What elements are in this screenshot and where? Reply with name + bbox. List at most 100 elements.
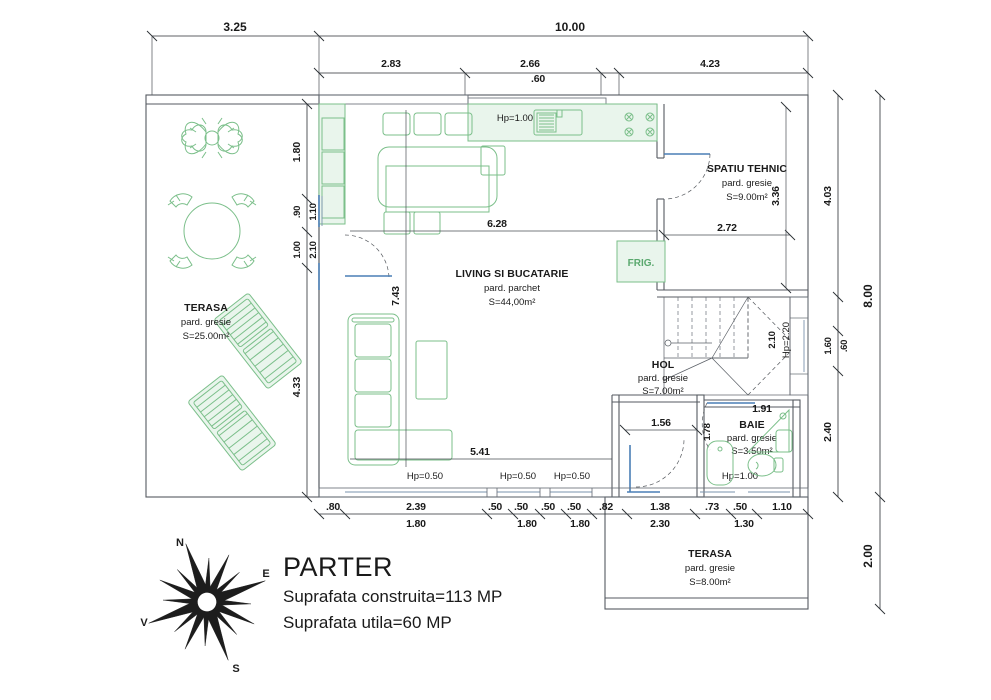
plan-title: PARTER: [283, 552, 393, 582]
dim-left-1-10: 1.10: [308, 203, 319, 220]
bottom-dimension-chain: .80 2.39 1.80 .50 .50 1.80 .50 .50 1.80 …: [313, 501, 814, 530]
dim-7-43: 7.43: [390, 286, 402, 306]
dim-top-2-66: 2.66: [520, 58, 540, 70]
built-area-label: Suprafata construita=113 MP: [283, 587, 502, 606]
dining-table-set: [377, 112, 506, 235]
sun-lounger-2: [188, 375, 276, 471]
dim-left-4-33: 4.33: [291, 377, 303, 398]
terasa-vest-name: TERASA: [184, 302, 228, 314]
dim-bot-1-38: 1.38: [650, 501, 670, 513]
dim-1-91: 1.91: [752, 403, 772, 415]
fridge-label: FRIG.: [628, 258, 655, 269]
spatiu-tehnic-name: SPATIU TEHNIC: [707, 163, 788, 175]
dim-bot-0-73: .73: [705, 501, 719, 513]
hp-label-living-3: Hp=0.50: [554, 471, 590, 482]
dim-2-72: 2.72: [717, 222, 737, 234]
window-band-south: [345, 488, 790, 497]
dim-bot-1-30: 1.30: [734, 518, 754, 530]
dim-bot-1-80-a: 1.80: [406, 518, 426, 530]
dim-3-36: 3.36: [770, 186, 782, 206]
dim-stair-2-10: 2.10: [767, 331, 778, 348]
dim-bot-0-80: .80: [326, 501, 340, 513]
toilet-icon: [747, 453, 784, 477]
compass-west-label: V: [140, 617, 148, 629]
dim-top-2-83: 2.83: [381, 58, 401, 70]
kitchen-counter: Hp=1.00: [318, 103, 658, 225]
dim-bot-2-30: 2.30: [650, 518, 670, 530]
hol-finish: pard. gresie: [638, 373, 688, 384]
terasa-sud-finish: pard. gresie: [685, 563, 735, 574]
dim-right-1-60: 1.60: [823, 337, 834, 354]
sun-lounger-1: [214, 293, 302, 389]
bathtub-icon: [706, 440, 734, 486]
sink-icon: [533, 109, 583, 136]
dim-left-2-10: 2.10: [308, 241, 319, 258]
hp-label-baie: Hp=1.00: [722, 471, 758, 482]
terasa-vest-finish: pard. gresie: [181, 317, 231, 328]
dim-left-0-90: .90: [292, 206, 303, 218]
hp-label-living-1: Hp=0.50: [407, 471, 443, 482]
terasa-vest-area: S=25.00m²: [183, 331, 230, 342]
dim-bot-0-50-d: .50: [567, 501, 581, 513]
living-finish: pard. parchet: [484, 283, 540, 294]
dim-bot-0-50-b: .50: [514, 501, 528, 513]
plant-icon: [181, 117, 243, 159]
top-outer-dimension-chain: 3.25 10.00: [146, 20, 814, 95]
compass-rose: N E S V: [140, 537, 269, 675]
compass-east-label: E: [262, 568, 269, 580]
terrace-west-furniture: [167, 117, 302, 471]
dim-right-8-00: 8.00: [861, 284, 875, 308]
room-spatiu-tehnic: SPATIU TEHNIC pard. gresie S=9.00m² 2.72…: [658, 101, 796, 294]
dim-left-1-80: 1.80: [291, 142, 303, 163]
hp-label-stair: Hp=2.20: [781, 322, 792, 358]
left-dimension-chain: 1.80 .90 1.10 1.00 2.10 4.33: [291, 98, 319, 503]
hol-name: HOL: [652, 359, 675, 371]
living-area: S=44,00m²: [489, 297, 536, 308]
title-block: PARTER Suprafata construita=113 MP Supra…: [283, 552, 502, 632]
staircase: 2.10 Hp=2.20: [663, 296, 792, 396]
hol-area: S=7.00m²: [642, 386, 683, 397]
baie-name: BAIE: [739, 419, 765, 431]
room-label-terasa-vest: TERASA pard. gresie S=25.00m²: [181, 302, 231, 342]
dim-right-2-00: 2.00: [861, 544, 875, 568]
dim-bot-2-39: 2.39: [406, 501, 426, 513]
dim-top-4-23: 4.23: [700, 58, 720, 70]
terasa-sud-area: S=8.00m²: [689, 577, 730, 588]
dim-1-78: 1.78: [702, 423, 713, 440]
compass-south-label: S: [232, 663, 239, 675]
dim-bot-0-50-c: .50: [541, 501, 555, 513]
outdoor-dining-set: [167, 193, 257, 269]
dim-bot-0-82: .82: [599, 501, 613, 513]
dim-top-10-00: 10.00: [555, 20, 585, 34]
baie-finish: pard. gresie: [727, 433, 777, 444]
dim-top-3-25: 3.25: [223, 20, 247, 34]
fridge: FRIG.: [616, 240, 666, 283]
usable-area-label: Suprafata utila=60 MP: [283, 613, 452, 632]
living-name: LIVING SI BUCATARIE: [456, 268, 569, 280]
interior-dimensions: 6.28 7.43 5.41 1.56: [350, 110, 703, 467]
dim-right-2-40: 2.40: [822, 422, 834, 442]
room-living-bucatarie: LIVING SI BUCATARIE pard. parchet S=44,0…: [456, 268, 569, 308]
dim-bot-1-10: 1.10: [772, 501, 792, 513]
dim-right-0-60: .60: [839, 340, 850, 352]
dim-5-41: 5.41: [470, 446, 490, 458]
dim-bot-0-50-e: .50: [733, 501, 747, 513]
dim-bot-1-80-c: 1.80: [570, 518, 590, 530]
dim-left-1-00: 1.00: [292, 241, 303, 258]
dining-chairs: [382, 112, 506, 235]
spatiu-tehnic-finish: pard. gresie: [722, 178, 772, 189]
spatiu-tehnic-area: S=9.00m²: [726, 192, 767, 203]
room-hol: HOL pard. gresie S=7.00m²: [629, 359, 688, 492]
hp-label-living-2: Hp=0.50: [500, 471, 536, 482]
shower-icon: [746, 408, 790, 453]
compass-north-label: N: [176, 537, 184, 549]
dim-top-0-60: .60: [531, 73, 545, 85]
top-inner-dimension-chain: 2.83 2.66 .60 4.23: [313, 58, 814, 95]
terasa-sud-name: TERASA: [688, 548, 732, 560]
exterior-openings: Hp=0.50 Hp=0.50 Hp=0.50: [318, 195, 809, 498]
right-dimension-chain: 4.03 1.60 .60 2.40 8.00 2.00: [822, 89, 886, 615]
dim-bot-0-50-a: .50: [488, 501, 502, 513]
dim-6-28: 6.28: [487, 218, 507, 230]
stove-icon: [624, 112, 655, 137]
